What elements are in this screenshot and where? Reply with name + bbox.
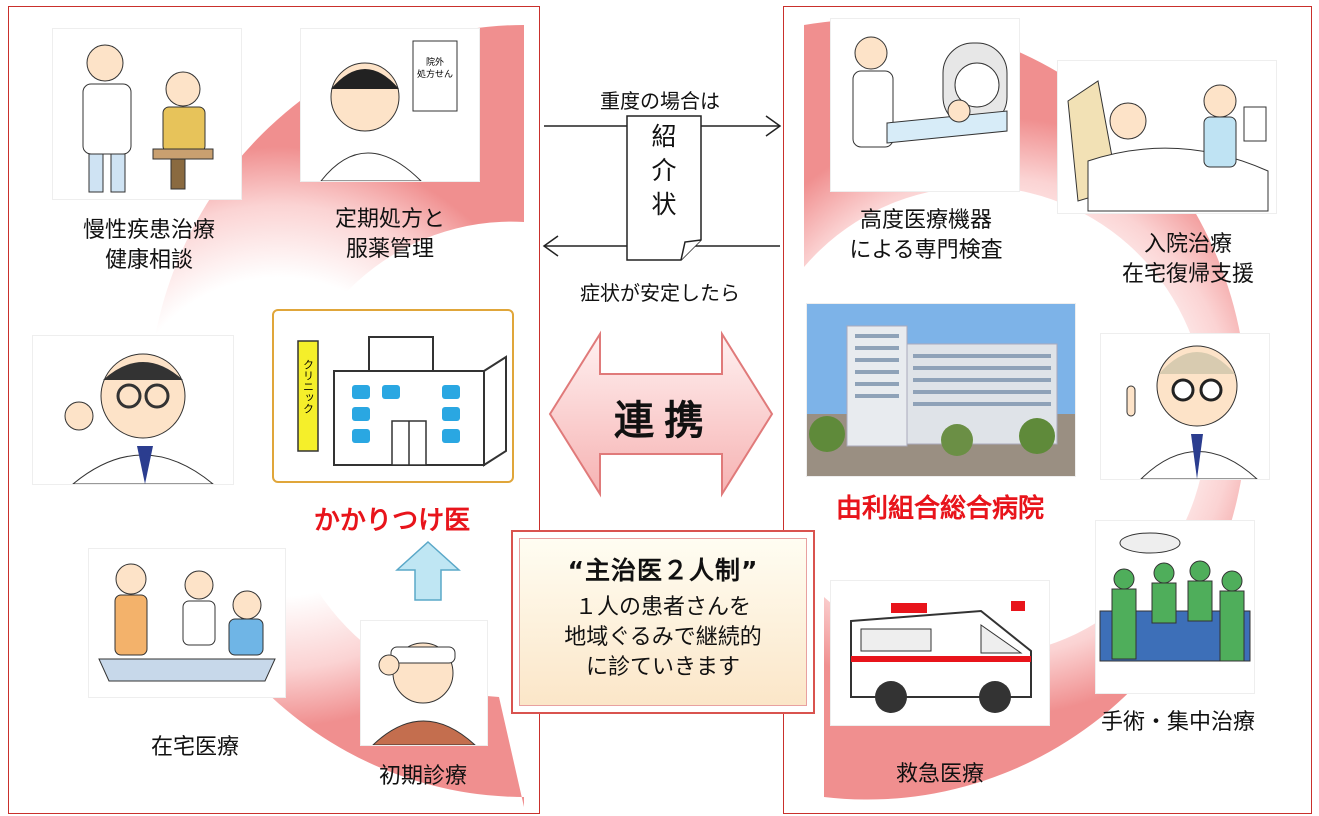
hospital-title: 由利組合総合病院 [835, 494, 1044, 524]
cooperation-label: 連携 [614, 398, 714, 444]
pharmacist-illustration: 院外 処方せん [300, 28, 480, 182]
surgery-label: 手術・集中治療 [1100, 710, 1255, 735]
hospital-photo [806, 303, 1076, 477]
chronic-care-label: 慢性疾患治療健康相談 [82, 218, 215, 273]
referral-letter-text: 紹介状 [651, 122, 677, 219]
ambulance-illustration [830, 580, 1050, 726]
doctor-patient-illustration [52, 28, 242, 200]
surgery-illustration [1095, 520, 1255, 694]
clinic-title: かかりつけ医 [313, 506, 471, 536]
cooperation-double-arrow [548, 330, 774, 498]
home-care-label: 在宅医療 [150, 735, 239, 760]
up-arrow-icon [395, 540, 461, 601]
patient-headache-illustration [360, 620, 488, 746]
inpatient-illustration [1057, 60, 1277, 214]
clinic-building-icon: クリニック [272, 309, 514, 483]
rx-paper-label-2: 処方せん [417, 68, 453, 80]
severe-case-label: 重度の場合は [600, 89, 720, 113]
mri-exam-illustration [830, 18, 1020, 192]
clinic-sign-text: クリニック [302, 359, 315, 414]
prescription-label: 定期処方と服薬管理 [334, 207, 445, 262]
stabilized-label: 症状が安定したら [580, 281, 740, 305]
hospital-doctor-illustration [1100, 333, 1270, 480]
dual-physician-info-box: “主治医２人制” １人の患者さんを 地域ぐるみで継続的 に診ていきます [511, 530, 815, 714]
doctor-thinking-illustration [32, 335, 234, 485]
referral-letter-icon [626, 115, 702, 261]
info-box-body: １人の患者さんを 地域ぐるみで継続的 に診ていきます [564, 595, 762, 680]
info-box-title: “主治医２人制” [567, 556, 759, 585]
home-care-illustration [88, 548, 286, 698]
initial-care-label: 初期診療 [378, 764, 467, 789]
emergency-label: 救急医療 [895, 762, 984, 787]
advanced-exam-label: 高度医療機器による専門検査 [849, 208, 1003, 263]
rx-paper-label-1: 院外 [426, 56, 444, 68]
inpatient-label: 入院治療在宅復帰支援 [1121, 232, 1254, 287]
